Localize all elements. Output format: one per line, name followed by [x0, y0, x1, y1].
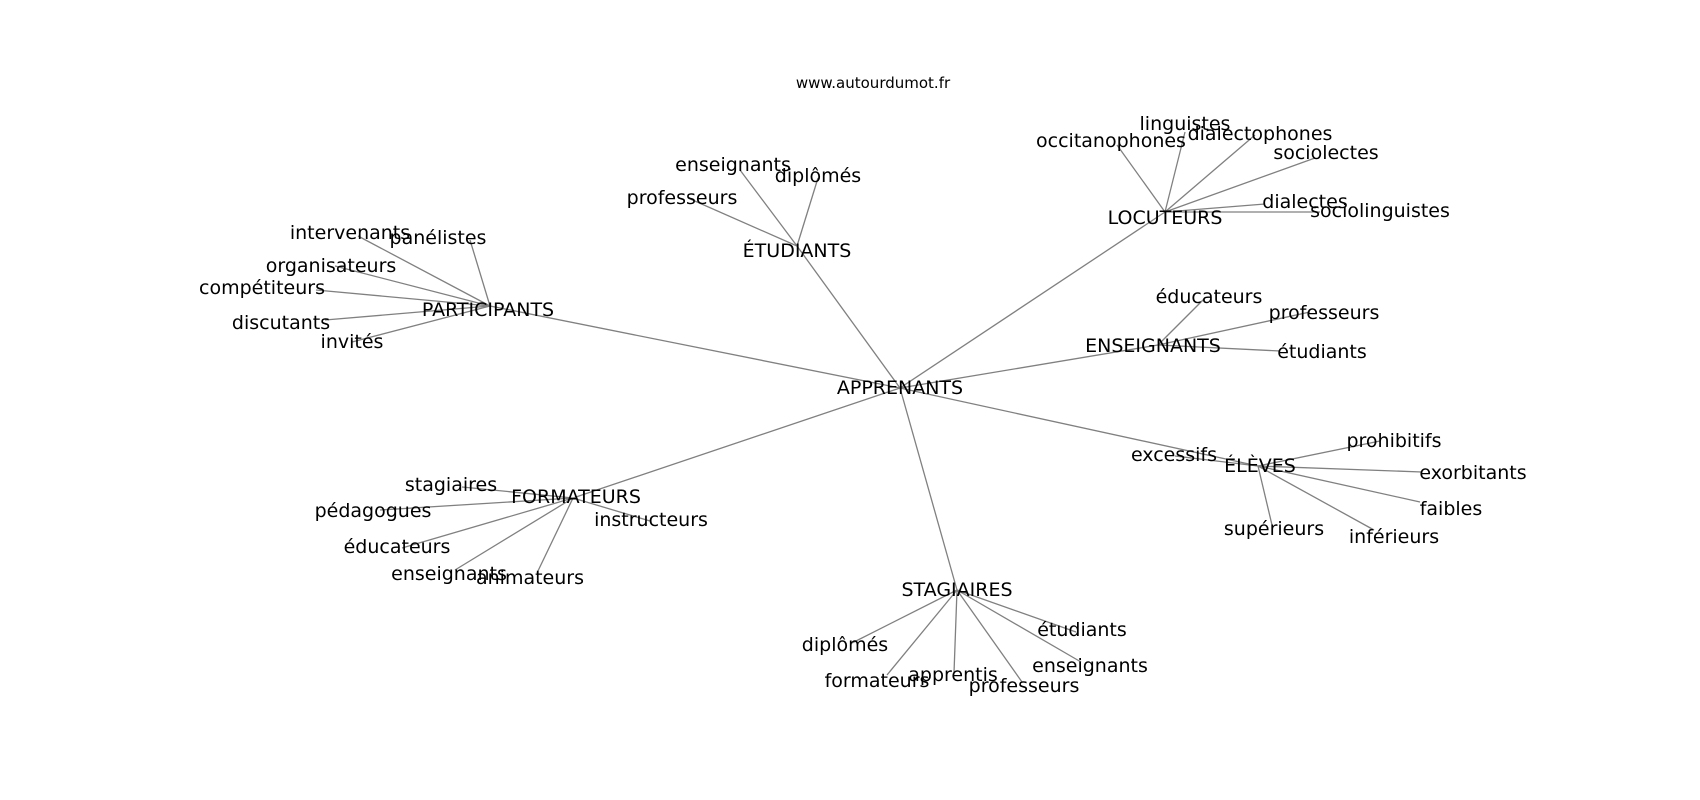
edge-etudiants-diplomes: [796, 177, 819, 247]
leaf-node-etudiants-professeurs: professeurs: [627, 187, 738, 209]
leaf-node-formateurs-educateurs: éducateurs: [344, 536, 451, 558]
edge-eleves-faibles: [1257, 465, 1421, 503]
edge-stagiaires-enseignants: [956, 589, 1082, 663]
edge-locuteurs-dialectophones: [1164, 134, 1256, 213]
leaf-node-eleves-exorbitants: exorbitants: [1419, 462, 1526, 484]
edge-root-participants: [489, 305, 901, 389]
leaf-node-enseignants-etudiants: étudiants: [1277, 341, 1367, 363]
leaf-node-stagiaires-etudiants: étudiants: [1037, 619, 1127, 641]
leaf-node-stagiaires-enseignants: enseignants: [1032, 655, 1148, 677]
hub-node-eleves: ÉLÈVES: [1224, 454, 1296, 477]
leaf-node-eleves-excessifs: excessifs: [1131, 444, 1217, 466]
edge-root-eleves: [899, 387, 1259, 467]
leaf-node-stagiaires-diplomes: diplômés: [802, 634, 888, 656]
leaf-node-formateurs-pedagogues: pédagogues: [315, 500, 432, 522]
leaf-node-enseignants-professeurs: professeurs: [1269, 302, 1380, 324]
hub-node-locuteurs: LOCUTEURS: [1108, 207, 1223, 229]
leaf-node-formateurs-enseignants: enseignants: [391, 563, 507, 585]
leaf-node-locuteurs-occitanophones: occitanophones: [1036, 130, 1186, 152]
edge-etudiants-enseignants: [739, 169, 798, 247]
edge-etudiants-professeurs: [687, 197, 798, 247]
edge-participants-invites: [351, 305, 491, 343]
leaf-node-etudiants-diplomes: diplômés: [775, 165, 861, 187]
edge-participants-competiteurs: [315, 289, 491, 307]
edge-locuteurs-linguistes: [1164, 131, 1186, 213]
hub-node-participants: PARTICIPANTS: [422, 299, 554, 321]
edge-root-stagiaires: [899, 387, 958, 591]
edge-formateurs-enseignants: [454, 497, 574, 571]
leaf-node-participants-organisateurs: organisateurs: [266, 255, 397, 277]
edge-enseignants-etudiants: [1157, 344, 1281, 352]
leaf-node-eleves-superieurs: supérieurs: [1224, 518, 1324, 540]
edge-eleves-excessifs: [1174, 455, 1259, 467]
leaf-node-locuteurs-linguistes: linguistes: [1140, 113, 1231, 135]
hub-node-etudiants: ÉTUDIANTS: [743, 239, 852, 262]
edge-participants-organisateurs: [334, 265, 491, 307]
edge-stagiaires-formateurs: [886, 589, 958, 676]
edge-formateurs-instructeurs: [572, 497, 651, 522]
hub-node-stagiaires: STAGIAIRES: [901, 579, 1012, 601]
leaf-node-participants-discutants: discutants: [232, 312, 330, 334]
source-watermark: www.autourdumot.fr: [796, 74, 951, 92]
leaf-node-stagiaires-formateurs: formateurs: [825, 670, 930, 692]
edge-root-locuteurs: [899, 211, 1166, 389]
edge-locuteurs-dialectes: [1164, 203, 1266, 213]
leaf-node-formateurs-stagiaires: stagiaires: [405, 474, 497, 496]
edge-eleves-prohibitifs: [1257, 440, 1381, 467]
leaf-node-stagiaires-apprentis: apprentis: [908, 664, 998, 686]
edge-enseignants-professeurs: [1157, 311, 1311, 346]
edge-root-etudiants: [796, 245, 901, 389]
leaf-node-formateurs-animateurs: animateurs: [476, 567, 584, 589]
edge-root-formateurs: [572, 387, 901, 499]
leaf-node-participants-panelistes: panélistes: [390, 227, 487, 249]
edge-participants-intervenants: [357, 235, 491, 307]
leaf-node-participants-intervenants: intervenants: [290, 222, 410, 244]
leaf-node-eleves-inferieurs: inférieurs: [1349, 526, 1439, 548]
labels-layer: APPRENANTSÉTUDIANTSenseignantsdiplôméspr…: [199, 113, 1527, 697]
edge-eleves-inferieurs: [1257, 465, 1375, 531]
edge-locuteurs-occitanophones: [1116, 144, 1166, 213]
leaf-node-locuteurs-sociolinguistes: sociolinguistes: [1310, 200, 1450, 222]
edge-stagiaires-etudiants: [956, 589, 1077, 633]
edge-root-enseignants: [899, 344, 1159, 389]
hub-node-formateurs: FORMATEURS: [511, 486, 641, 508]
leaf-node-formateurs-instructeurs: instructeurs: [594, 509, 708, 531]
edge-eleves-exorbitants: [1257, 465, 1423, 473]
leaf-node-eleves-prohibitifs: prohibitifs: [1346, 430, 1441, 452]
hub-node-enseignants: ENSEIGNANTS: [1085, 335, 1221, 357]
edge-formateurs-pedagogues: [379, 497, 574, 511]
edge-participants-discutants: [324, 305, 491, 321]
leaf-node-eleves-faibles: faibles: [1420, 498, 1483, 520]
edge-stagiaires-apprentis: [953, 589, 958, 674]
edge-participants-panelistes: [469, 239, 491, 307]
leaf-node-etudiants-enseignants: enseignants: [675, 154, 791, 176]
leaf-node-locuteurs-dialectes: dialectes: [1262, 191, 1347, 213]
leaf-node-stagiaires-professeurs: professeurs: [969, 675, 1080, 697]
root-node-apprenants: APPRENANTS: [837, 377, 963, 399]
edge-locuteurs-sociolectes: [1164, 157, 1316, 213]
leaf-node-enseignants-educateurs: éducateurs: [1156, 286, 1263, 308]
edge-formateurs-educateurs: [401, 497, 574, 549]
leaf-node-participants-competiteurs: compétiteurs: [199, 277, 325, 299]
edge-stagiaires-diplomes: [851, 589, 958, 644]
leaf-node-locuteurs-dialectophones: dialectophones: [1188, 123, 1333, 145]
edge-stagiaires-professeurs: [956, 589, 1023, 683]
edges-layer: [315, 131, 1423, 683]
edge-eleves-superieurs: [1257, 465, 1273, 526]
edge-formateurs-animateurs: [536, 497, 574, 574]
edge-enseignants-educateurs: [1157, 297, 1206, 346]
leaf-node-participants-invites: invités: [321, 331, 384, 353]
leaf-node-locuteurs-sociolectes: sociolectes: [1273, 142, 1378, 164]
edge-formateurs-stagiaires: [461, 486, 574, 499]
